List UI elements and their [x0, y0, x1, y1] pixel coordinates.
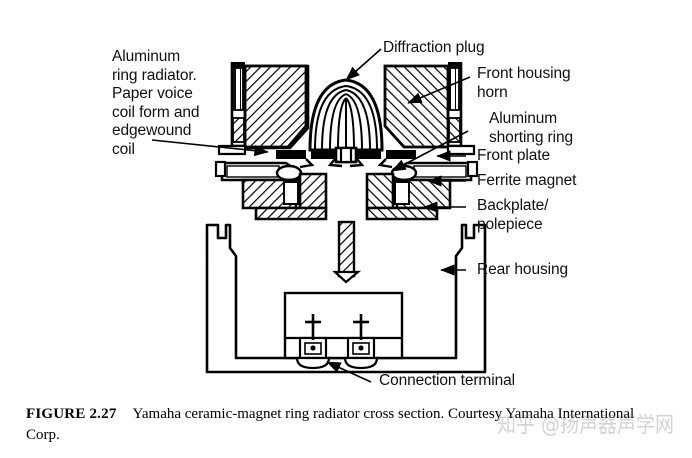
connection-terminal-group: [283, 291, 404, 370]
label-aluminum-ring-radiator: Aluminum ring radiator. Paper voice coil…: [112, 48, 200, 158]
diffraction-plug-group: [308, 78, 384, 164]
leader-front-housing-horn: [407, 76, 471, 104]
label-diffraction-plug: Diffraction plug: [383, 39, 485, 56]
leader-diffraction-plug: [345, 48, 382, 81]
label-backplate-polepiece: Backplate/ polepiece: [477, 197, 549, 233]
label-ferrite-magnet: Ferrite magnet: [477, 172, 577, 189]
front-housing-horn-group: [217, 62, 476, 156]
label-front-plate: Front plate: [477, 147, 550, 164]
label-aluminum-shorting-ring: Aluminum shorting ring: [489, 110, 573, 146]
figure-caption-text: Yamaha ceramic-magnet ring radiator cros…: [26, 406, 635, 443]
rear-housing-group: [205, 223, 487, 374]
label-connection-terminal: Connection terminal: [379, 372, 515, 389]
ring-radiator-voicecoil-group: [276, 150, 416, 169]
leader-connection-terminal: [326, 361, 372, 383]
front-plate-group: [214, 160, 479, 182]
leader-aluminum-shorting-ring: [391, 130, 469, 172]
callout-leader-lines: [151, 48, 471, 383]
backplate-polepiece-group: [254, 206, 439, 284]
leader-aluminum-ring-radiator: [151, 139, 269, 157]
figure-number: FIGURE 2.27: [26, 406, 117, 422]
label-front-housing-horn: Front housing horn: [477, 65, 571, 101]
aluminum-shorting-ring-group: [275, 164, 418, 182]
ferrite-magnet-group: [241, 172, 452, 210]
label-rear-housing: Rear housing: [477, 261, 568, 278]
